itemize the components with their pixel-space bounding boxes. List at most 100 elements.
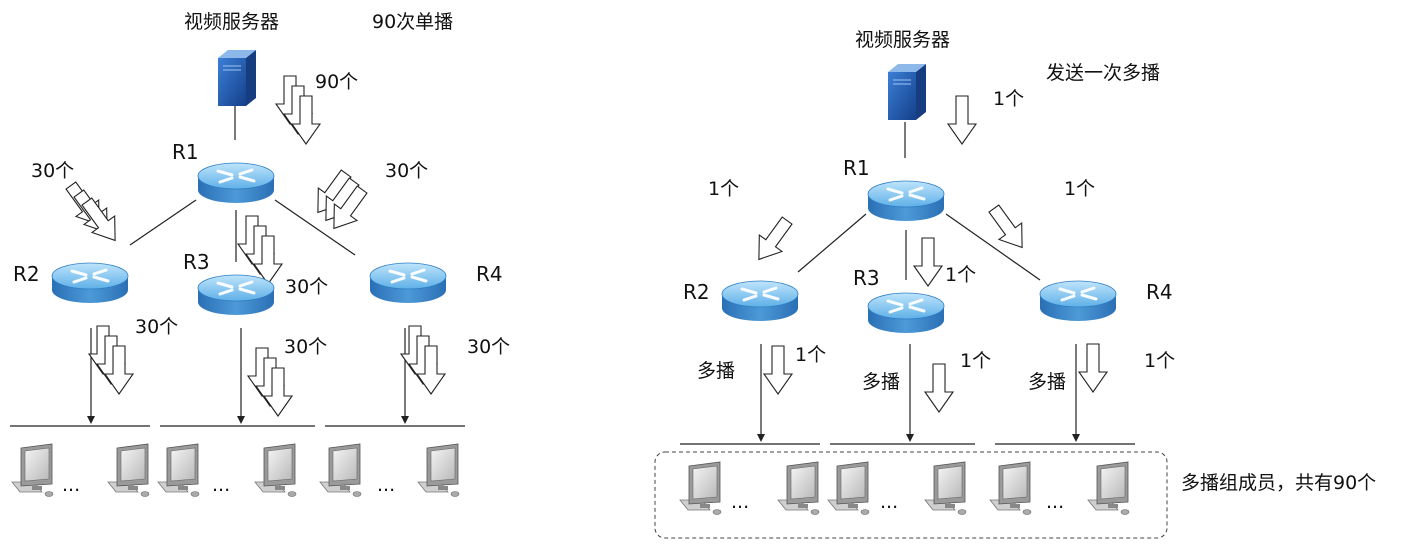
right-computer-5-mouse [1022,509,1032,515]
left-down-r3-head [237,416,245,424]
right-router-r4-arrows-icon [1058,286,1098,302]
right-computer-2-screen [790,465,816,500]
left-computer-5-mouse [352,491,362,497]
left-computer-3 [157,443,200,497]
right-arrow-r1-r2-shape [758,216,793,261]
left-r1-r4-count: 30个 [385,160,429,182]
left-arrows-server-r1 [274,75,322,145]
left-down-r4 [401,328,409,424]
right-router-r2 [721,280,799,321]
right-router-r2-arrow-c [762,286,778,294]
left-router-r2 [51,262,129,303]
left-computer-6-screen [430,447,456,482]
right-down-r2 [757,344,765,442]
right-r4-down-count: 1个 [1144,350,1176,372]
left-computer-2-stand [128,486,138,490]
right-server-front [888,72,916,120]
left-router-r2-label: R2 [13,262,40,286]
right-router-r4-arrow-c [1080,286,1096,294]
right-arrow-r2-down [762,345,794,395]
left-server-front [218,58,246,106]
right-router-r1-top [867,180,945,208]
right-computer-2-mouse [810,509,820,515]
left-arrows-r3-down-arrow-3 [262,367,294,417]
left-link-r1-r4 [274,199,356,256]
left-computer-1-mouse [44,491,54,497]
right-down-r2-head [757,434,765,442]
right-r1-r2-count: 1个 [708,178,740,200]
left-arrows-r2-down [87,325,135,395]
right-arrow-server-r1-shape [946,95,978,145]
left-router-r1-arrow-c [238,168,254,176]
right-server [888,64,926,120]
left-computer-2 [107,443,150,497]
right-computer-4-screen [937,465,963,500]
right-computer-3 [827,461,870,515]
left-arrows-r3-down [246,347,294,417]
right-router-r2-arrows-icon [740,286,780,302]
left-arrows-r4-down [399,325,447,395]
right-server-count: 1个 [993,88,1025,110]
right-computer-1-mouse [712,509,722,515]
left-router-r4-arrow-a [388,269,406,277]
right-server-top [888,64,926,72]
left-router-r1-arrows-icon [216,168,256,184]
right-r3-multicast-label: 多播 [862,371,901,393]
right-ellipsis-1: ... [731,491,750,513]
right-arrow-server-r1 [946,95,978,145]
right-computer-2 [777,461,820,515]
left-router-r3 [197,274,275,315]
left-arrows-server-r1-arrow-3 [290,95,322,145]
left-router-r1-arrow-b [238,175,256,183]
left-down-r3 [237,328,245,424]
right-arrow-r2-down-shape [762,345,794,395]
left-computer-4-mouse [287,491,297,497]
left-router-r4 [369,262,447,303]
right-router-r2-label: R2 [683,280,710,304]
left-mode-label: 90次单播 [372,11,454,33]
left-r3-down-count: 30个 [284,336,328,358]
right-router-r1-arrow-c [908,186,924,194]
right-router-r3-arrow-b [908,305,926,313]
right-arrow-r1-r4-shape [988,204,1023,249]
left-arrows-r4-down-arrow-3 [415,345,447,395]
left-arrows-r1-r3-arrow-shape-3 [252,235,284,285]
right-arrow-r4-down [1077,343,1109,393]
right-router-r3-arrows-icon [886,298,926,314]
left-router-r3-top [197,274,275,302]
left-down-r4-head [401,416,409,424]
right-arrow-r1-r2 [758,216,793,261]
right-ellipsis-2: ... [880,491,899,513]
right-ellipsis-3: ... [1046,491,1065,513]
right-router-r1 [867,180,945,221]
left-router-r2-arrow-b [92,275,110,283]
left-ellipsis-1: ... [62,474,81,496]
left-computer-5-screen [332,447,358,482]
right-r1-r3-count: 1个 [945,264,977,286]
left-router-r4-arrow-b [410,275,428,283]
left-arrows-r1-r3-arrow-3 [252,235,284,285]
right-arrow-r1-r3 [912,237,944,287]
right-router-r4-arrow-a [1058,287,1076,295]
right-router-r2-top [721,280,799,308]
right-router-r1-arrows-icon [886,186,926,202]
right-router-r1-arrow-a [886,187,904,195]
right-r1-r4-count: 1个 [1064,178,1096,200]
right-computer-3-mouse [860,509,870,515]
right-computer-6-screen [1100,465,1126,500]
right-router-r3-arrow-c [908,298,924,306]
right-r2-multicast-label: 多播 [697,360,736,382]
right-router-r3-arrow-d [888,306,904,314]
left-router-r2-top [51,262,129,290]
right-arrow-r4-down-shape [1077,343,1109,393]
right-computer-3-screen [840,465,866,500]
left-computer-5 [319,443,362,497]
left-computer-2-mouse [140,491,150,497]
left-router-r3-arrow-d [218,288,234,296]
left-router-r1-arrow-d [218,176,234,184]
right-router-r2-arrow-a [740,287,758,295]
left-computer-1-screen [24,447,50,482]
right-router-r4-top [1039,280,1117,308]
left-computer-1-stand [32,486,42,490]
right-router-r1-arrow-d [888,194,904,202]
